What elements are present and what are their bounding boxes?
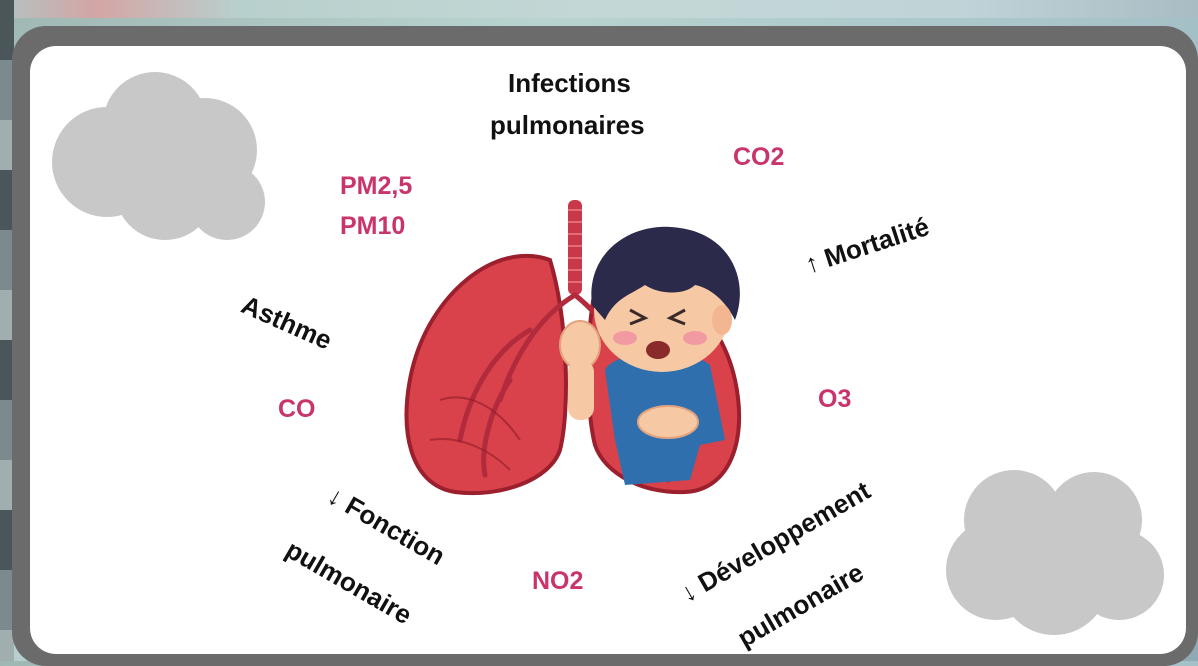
label-o3: O3 [818, 385, 851, 414]
label-infections-line2: pulmonaires [490, 110, 645, 141]
label-infections-line1: Infections [508, 68, 631, 99]
label-co2: CO2 [733, 143, 784, 172]
lungs-illustration [400, 200, 760, 500]
background-strip-top [0, 0, 1198, 18]
label-co: CO [278, 395, 316, 424]
label-pm10: PM10 [340, 212, 405, 241]
label-no2: NO2 [532, 567, 583, 596]
cloud-icon [45, 62, 273, 244]
label-pm25: PM2,5 [340, 172, 412, 201]
cloud-icon [944, 460, 1169, 638]
